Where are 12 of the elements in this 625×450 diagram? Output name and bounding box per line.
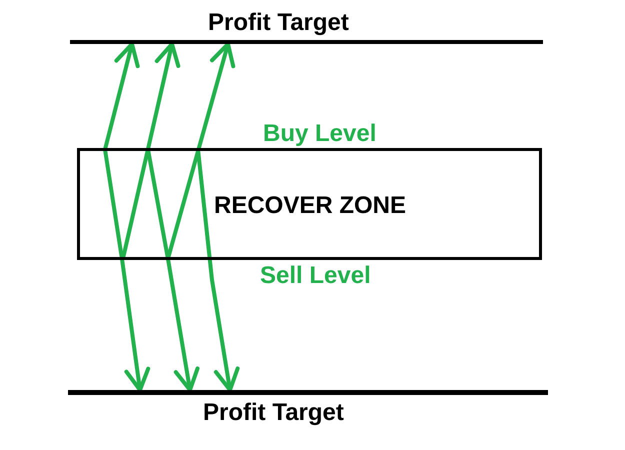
target-label: Profit Target: [203, 401, 344, 425]
arrow: [103, 149, 150, 392]
arrow: [146, 149, 200, 392]
level-label: Sell Level: [260, 264, 371, 288]
arrow: [196, 149, 240, 392]
zone-box: [77, 148, 542, 260]
zone-label: RECOVER ZONE: [214, 194, 406, 218]
arrow: [121, 42, 180, 259]
arrow: [166, 42, 236, 260]
level-label: Buy Level: [263, 122, 376, 146]
target-label: Profit Target: [208, 11, 349, 35]
arrow: [103, 42, 140, 150]
